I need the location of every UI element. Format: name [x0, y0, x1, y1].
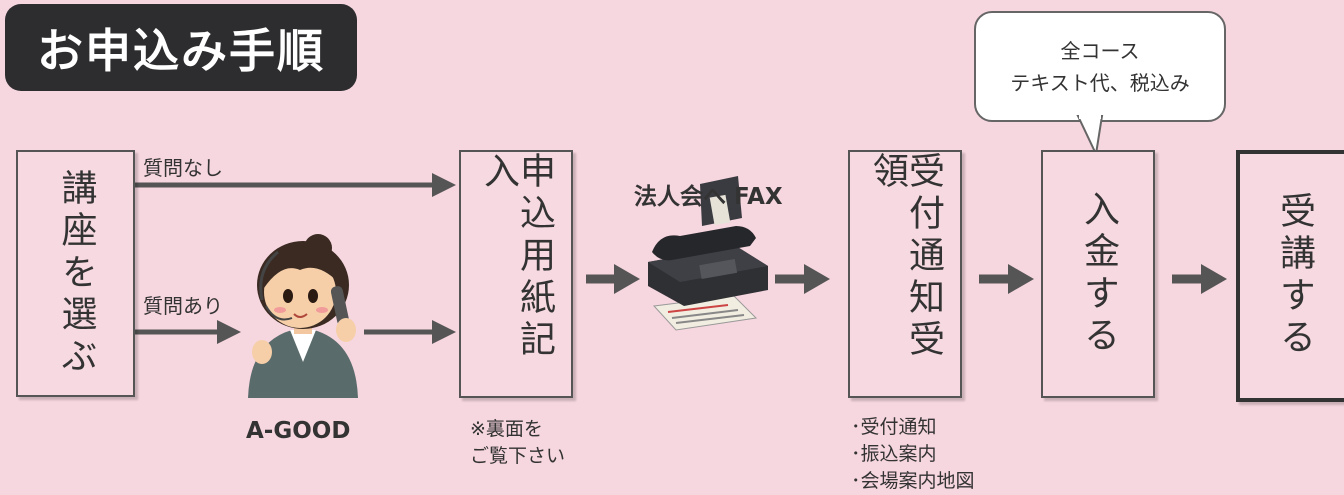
branch-no-question-label: 質問なし: [143, 156, 223, 180]
step-pay-label: 入金する: [1078, 190, 1119, 358]
arrow-notice-to-pay: [979, 264, 1034, 294]
arrow-pay-to-attend: [1172, 264, 1227, 294]
form-note-line-1: ※裏面を: [470, 418, 543, 440]
form-note: ※裏面を ご覧下さい: [470, 416, 565, 470]
notice-items-list: ･受付通知 ･振込案内 ･会場案内地図: [851, 414, 975, 495]
step-fill-form-label: 申込用紙記入: [478, 152, 555, 362]
notice-item: ･会場案内地図: [851, 470, 975, 492]
step-receive-notice-label: 受付通知受領: [867, 152, 944, 362]
arrow-form-to-fax: [586, 264, 640, 294]
fax-machine-illustration: [648, 176, 768, 331]
step-attend-label: 受講する: [1274, 192, 1315, 360]
agent-name: A-GOOD: [246, 418, 351, 444]
operator-illustration: [248, 234, 358, 398]
step-pay: 入金する: [1041, 150, 1155, 398]
bubble-line-1: 全コース: [1060, 38, 1140, 63]
form-note-line-2: ご覧下さい: [470, 445, 566, 467]
bubble-tail: [1076, 115, 1104, 158]
step-attend: 受講する: [1236, 150, 1344, 402]
notice-item: ･振込案内: [851, 443, 937, 465]
branch-with-question-label: 質問あり: [143, 294, 223, 318]
arrow-agent-to-form: [364, 320, 456, 344]
bubble-line-2: テキスト代、税込み: [1010, 70, 1190, 95]
price-note-bubble: 全コース テキスト代、税込み: [974, 11, 1226, 122]
step-choose-course-label: 講座を選ぶ: [55, 168, 97, 379]
title-banner: お申込み手順: [5, 4, 357, 91]
notice-item: ･受付通知: [851, 416, 937, 438]
page-title: お申込み手順: [37, 23, 325, 78]
arrow-with-question: [135, 320, 241, 344]
fax-label: 法人会へ FAX: [634, 184, 783, 210]
arrow-fax-to-notice: [775, 264, 830, 294]
step-receive-notice: 受付通知受領: [848, 150, 962, 398]
step-fill-form: 申込用紙記入: [459, 150, 573, 398]
arrow-no-question: [135, 173, 456, 197]
step-choose-course: 講座を選ぶ: [16, 150, 135, 397]
